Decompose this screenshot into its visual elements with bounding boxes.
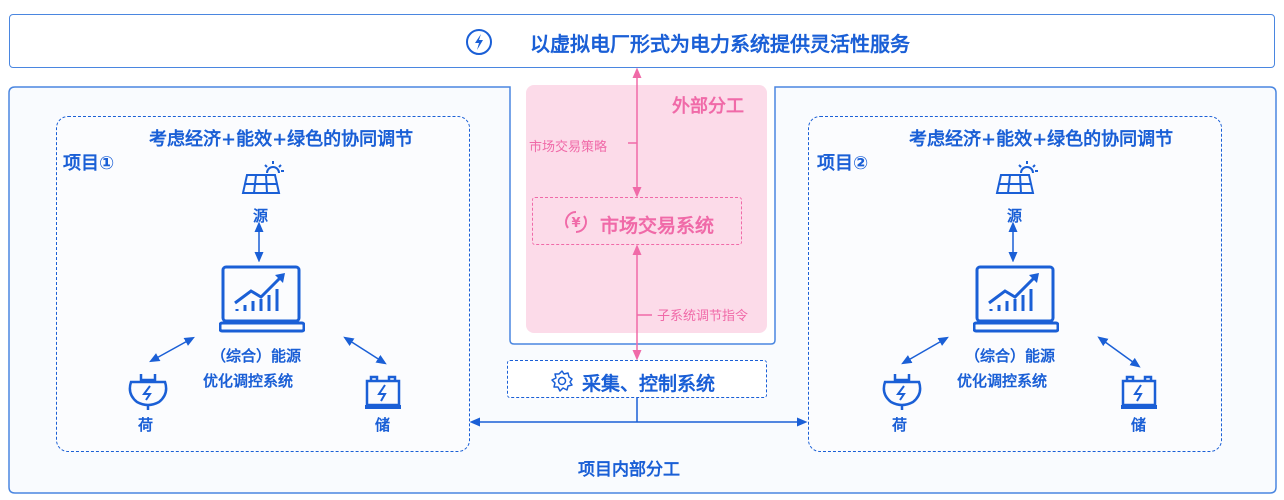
- load-storage-arrows: [901, 336, 1141, 368]
- market-trading-system-label: 市场交易系统: [600, 215, 715, 237]
- battery-storage-icon: [1121, 375, 1157, 409]
- project-goal: 考虑经济+能效+绿色的协同调节: [909, 129, 1174, 150]
- ems-label-line1: （综合）能源: [965, 347, 1056, 365]
- lightning-icon: [466, 29, 492, 55]
- source-label: 源: [253, 207, 269, 225]
- internal-division-label: 项目内部分工: [578, 460, 680, 480]
- project-1-box: 考虑经济+能效+绿色的协同调节 项目① 源 （综合）能源 优化调控系统 荷: [56, 116, 470, 452]
- storage-label: 储: [1131, 416, 1147, 434]
- source-arrow: [1008, 222, 1018, 262]
- page-title: 以虚拟电厂形式为电力系统提供灵活性服务: [530, 32, 910, 56]
- solar-panel-icon: [995, 161, 1038, 194]
- market-strategy-label: 市场交易策略: [529, 140, 608, 155]
- gear-icon: [551, 370, 573, 392]
- external-division-label: 外部分工: [672, 96, 744, 117]
- solar-panel-icon: [241, 161, 284, 194]
- ems-label-line2: 优化调控系统: [203, 372, 294, 390]
- plug-load-icon: [128, 374, 168, 410]
- laptop-chart-icon: [219, 265, 305, 333]
- ems-label-line2: 优化调控系统: [957, 372, 1048, 390]
- collection-control-system-label: 采集、控制系统: [582, 373, 716, 395]
- external-division-area: [526, 85, 767, 333]
- storage-label: 储: [375, 416, 391, 434]
- subsystem-command-label: 子系统调节指令: [657, 309, 749, 324]
- laptop-chart-icon: [973, 265, 1059, 333]
- header-box: [9, 14, 1275, 68]
- project-name: 项目①: [63, 153, 115, 174]
- collection-control-system-box: [507, 360, 767, 398]
- svg-text:¥: ¥: [571, 216, 580, 231]
- project-goal: 考虑经济+能效+绿色的协同调节: [149, 129, 414, 150]
- source-label: 源: [1007, 207, 1023, 225]
- load-storage-arrows: [149, 336, 387, 365]
- plug-load-icon: [882, 374, 922, 410]
- battery-storage-icon: [365, 375, 401, 409]
- yuan-cycle-icon: ¥: [565, 211, 587, 233]
- project-2-box: 考虑经济+能效+绿色的协同调节 项目② 源 （综合）能源 优化调控系统 荷: [808, 116, 1222, 452]
- project-name: 项目②: [817, 153, 869, 174]
- source-arrow: [254, 222, 264, 262]
- load-label: 荷: [138, 416, 154, 434]
- ems-label-line1: （综合）能源: [211, 347, 302, 365]
- load-label: 荷: [892, 416, 908, 434]
